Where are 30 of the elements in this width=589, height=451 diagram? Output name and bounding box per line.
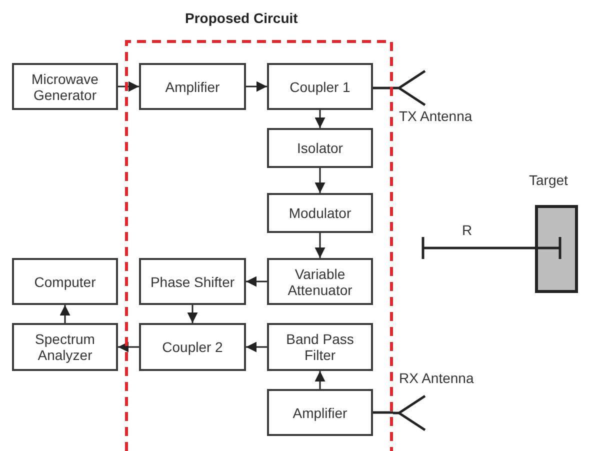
arrow <box>314 233 326 258</box>
process-box: Amplifier <box>267 389 373 436</box>
group-title: Proposed Circuit <box>185 10 298 26</box>
process-box: Amplifier <box>139 63 246 110</box>
process-box: Microwave Generator <box>12 63 118 110</box>
antenna-label: TX Antenna <box>399 108 472 124</box>
process-box: Phase Shifter <box>139 258 246 305</box>
arrow <box>246 342 267 352</box>
process-box: Band Pass Filter <box>267 323 373 371</box>
dimension-label: R <box>462 222 472 238</box>
arrow <box>187 305 198 323</box>
process-box: Modulator <box>267 193 373 233</box>
process-box: Spectrum Analyzer <box>12 323 118 371</box>
connector-line <box>373 86 393 90</box>
process-box: Isolator <box>267 128 373 168</box>
arrow <box>246 81 267 92</box>
arrow <box>314 371 326 389</box>
arrow <box>246 276 267 287</box>
target-label: Target <box>529 172 568 188</box>
process-box: Coupler 2 <box>139 323 246 371</box>
arrow <box>60 305 70 323</box>
process-box: Coupler 1 <box>267 63 373 110</box>
process-box: Variable Attenuator <box>267 258 373 305</box>
antenna-label: RX Antenna <box>399 370 474 386</box>
connector-line <box>373 411 393 414</box>
arrow <box>314 110 326 128</box>
arrow <box>118 342 139 352</box>
process-box: Computer <box>12 258 118 305</box>
arrow <box>118 81 139 92</box>
arrow <box>314 168 326 193</box>
